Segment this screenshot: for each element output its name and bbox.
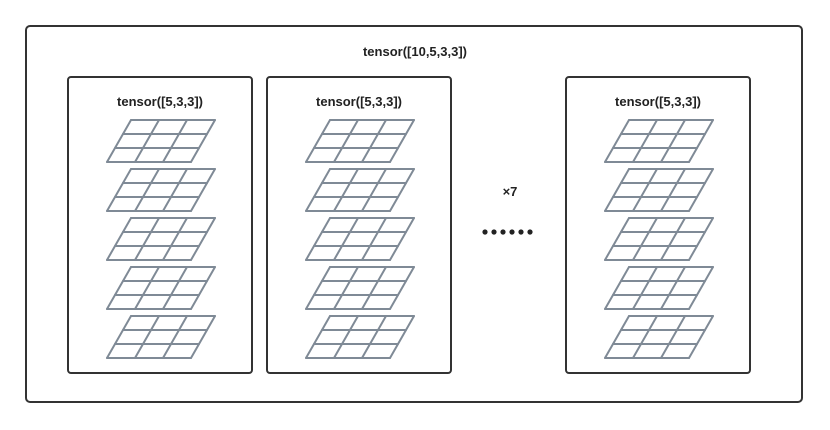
ellipsis-dot xyxy=(491,229,497,235)
grid-stack-3 xyxy=(604,119,714,359)
grid-line xyxy=(361,119,387,163)
grid-line xyxy=(305,315,331,359)
grid-layer xyxy=(604,217,714,261)
grid-line xyxy=(688,217,714,261)
grid-layer xyxy=(604,168,714,212)
grid-line xyxy=(333,315,359,359)
ellipsis-dot xyxy=(509,229,515,235)
grid-layer xyxy=(106,119,216,163)
grid-line xyxy=(162,119,188,163)
grid-line xyxy=(305,217,331,261)
grid-line xyxy=(134,315,160,359)
grid-line xyxy=(190,217,216,261)
grid-layer xyxy=(604,266,714,310)
grid-line xyxy=(134,119,160,163)
grid-line xyxy=(190,119,216,163)
outer-tensor-title: tensor([10,5,3,3]) xyxy=(362,44,468,59)
grid-line xyxy=(632,217,658,261)
grid-line xyxy=(361,217,387,261)
grid-layer xyxy=(106,217,216,261)
grid-line xyxy=(389,168,415,212)
grid-line xyxy=(134,217,160,261)
grid-line xyxy=(632,315,658,359)
grid-layer xyxy=(604,315,714,359)
grid-line xyxy=(361,315,387,359)
grid-line xyxy=(389,266,415,310)
tensor-box-3-title: tensor([5,3,3]) xyxy=(615,94,701,109)
ellipsis-dot xyxy=(518,229,524,235)
grid-layer xyxy=(604,119,714,163)
grid-line xyxy=(162,217,188,261)
grid-line xyxy=(361,266,387,310)
grid-line xyxy=(389,119,415,163)
grid-line xyxy=(660,217,686,261)
grid-line xyxy=(632,119,658,163)
grid-line xyxy=(604,266,630,310)
ellipsis-dots xyxy=(482,229,533,235)
grid-line xyxy=(333,119,359,163)
tensor-box-1-title: tensor([5,3,3]) xyxy=(117,94,203,109)
grid-line xyxy=(660,119,686,163)
grid-line xyxy=(162,266,188,310)
grid-line xyxy=(106,315,132,359)
ellipsis-dot xyxy=(500,229,506,235)
grid-line xyxy=(361,168,387,212)
grid-line xyxy=(305,119,331,163)
tensor-box-3: tensor([5,3,3]) xyxy=(565,76,751,374)
grid-line xyxy=(389,315,415,359)
grid-layer xyxy=(305,266,415,310)
grid-line xyxy=(106,217,132,261)
grid-line xyxy=(660,315,686,359)
grid-layer xyxy=(106,168,216,212)
grid-line xyxy=(688,119,714,163)
grid-line xyxy=(688,315,714,359)
grid-line xyxy=(134,266,160,310)
ellipsis-dot xyxy=(527,229,533,235)
grid-line xyxy=(660,168,686,212)
repeat-count-label: ×7 xyxy=(502,184,518,199)
grid-line xyxy=(333,266,359,310)
grid-line xyxy=(604,315,630,359)
grid-line xyxy=(333,168,359,212)
tensor-box-2-title: tensor([5,3,3]) xyxy=(316,94,402,109)
grid-line xyxy=(106,168,132,212)
grid-line xyxy=(333,217,359,261)
grid-line xyxy=(305,168,331,212)
grid-layer xyxy=(305,217,415,261)
grid-line xyxy=(688,168,714,212)
grid-line xyxy=(604,119,630,163)
grid-layer xyxy=(106,315,216,359)
grid-line xyxy=(688,266,714,310)
grid-line xyxy=(134,168,160,212)
grid-line xyxy=(604,217,630,261)
grid-line xyxy=(190,315,216,359)
grid-stack-1 xyxy=(106,119,216,359)
grid-line xyxy=(106,266,132,310)
grid-stack-2 xyxy=(305,119,415,359)
grid-line xyxy=(660,266,686,310)
grid-layer xyxy=(305,315,415,359)
tensor-box-1: tensor([5,3,3]) xyxy=(67,76,253,374)
grid-layer xyxy=(305,119,415,163)
grid-line xyxy=(106,119,132,163)
grid-line xyxy=(389,217,415,261)
grid-line xyxy=(632,168,658,212)
tensor-box-2: tensor([5,3,3]) xyxy=(266,76,452,374)
ellipsis-dot xyxy=(482,229,488,235)
grid-line xyxy=(190,266,216,310)
grid-layer xyxy=(106,266,216,310)
outer-tensor-box xyxy=(25,25,803,403)
grid-line xyxy=(190,168,216,212)
grid-line xyxy=(162,315,188,359)
grid-layer xyxy=(305,168,415,212)
grid-line xyxy=(305,266,331,310)
grid-line xyxy=(632,266,658,310)
grid-line xyxy=(162,168,188,212)
grid-line xyxy=(604,168,630,212)
